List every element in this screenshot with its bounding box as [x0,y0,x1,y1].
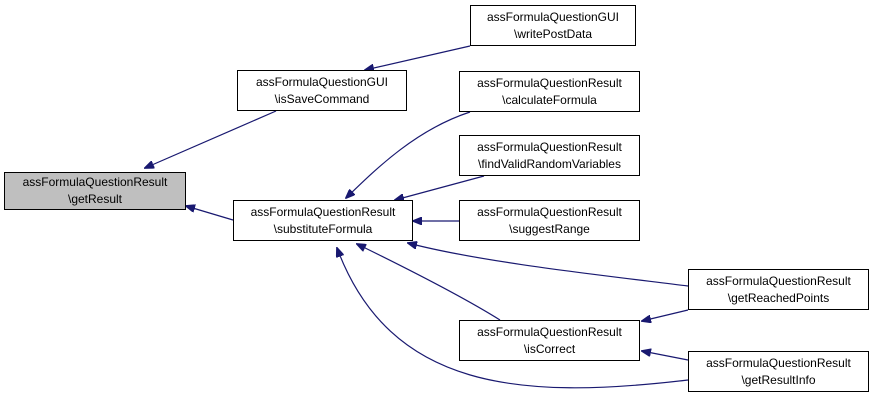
edge-getResultInfo-to-isCorrect [642,351,689,361]
node-writePostData[interactable]: assFormulaQuestionGUI \writePostData [470,5,636,46]
node-class-label: assFormulaQuestionResult [706,273,851,288]
node-method-label: \getResult [67,192,123,206]
node-suggestRange[interactable]: assFormulaQuestionResult \suggestRange [459,200,640,241]
edge-substituteFormula-to-getResult [186,206,234,221]
node-class-label: assFormulaQuestionResult [706,355,851,370]
node-class-label: assFormulaQuestionResult [477,324,622,339]
node-class-label: assFormulaQuestionResult [477,75,622,90]
node-getResultInfo[interactable]: assFormulaQuestionResult \getResultInfo [688,351,869,392]
node-class-label: assFormulaQuestionResult [477,139,622,154]
edge-isCorrect-to-substituteFormula [357,244,501,321]
node-method-label: \calculateFormula [502,92,597,107]
node-getResult: assFormulaQuestionResult \getResult [4,172,186,210]
edge-findValidRandomVariables-to-substituteFormula [395,175,485,200]
node-method-label: \suggestRange [509,221,590,236]
node-method-label: \isSaveCommand [274,91,370,106]
node-method-label: \getReachedPoints [727,290,830,305]
edge-isSaveCommand-to-getResult [145,110,277,168]
node-getReachedPoints[interactable]: assFormulaQuestionResult \getReachedPoin… [688,269,869,310]
node-method-label: \isCorrect [523,341,576,356]
node-findValidRandomVariables[interactable]: assFormulaQuestionResult \findValidRando… [459,135,640,176]
node-isCorrect[interactable]: assFormulaQuestionResult \isCorrect [459,320,640,361]
node-class-label: assFormulaQuestionResult [22,175,168,189]
node-method-label: \substituteFormula [273,221,373,236]
edge-writePostData-to-isSaveCommand [365,45,471,70]
node-class-label: assFormulaQuestionGUI [486,9,620,24]
node-method-label: \writePostData [513,26,593,41]
node-substituteFormula[interactable]: assFormulaQuestionResult \substituteForm… [233,200,413,241]
node-method-label: \getResultInfo [741,372,816,387]
edge-getReachedPoints-to-isCorrect [642,309,689,321]
edge-getReachedPoints-to-substituteFormula [408,243,689,287]
edge-calculateFormula-to-substituteFormula [346,111,471,198]
node-class-label: assFormulaQuestionGUI [255,74,389,89]
node-isSaveCommand[interactable]: assFormulaQuestionGUI \isSaveCommand [237,70,407,111]
node-class-label: assFormulaQuestionResult [250,204,396,219]
edge-getResultInfo-to-substituteFormula [337,248,689,389]
node-class-label: assFormulaQuestionResult [477,204,622,219]
node-method-label: \findValidRandomVariables [478,156,621,171]
node-calculateFormula[interactable]: assFormulaQuestionResult \calculateFormu… [459,71,640,112]
